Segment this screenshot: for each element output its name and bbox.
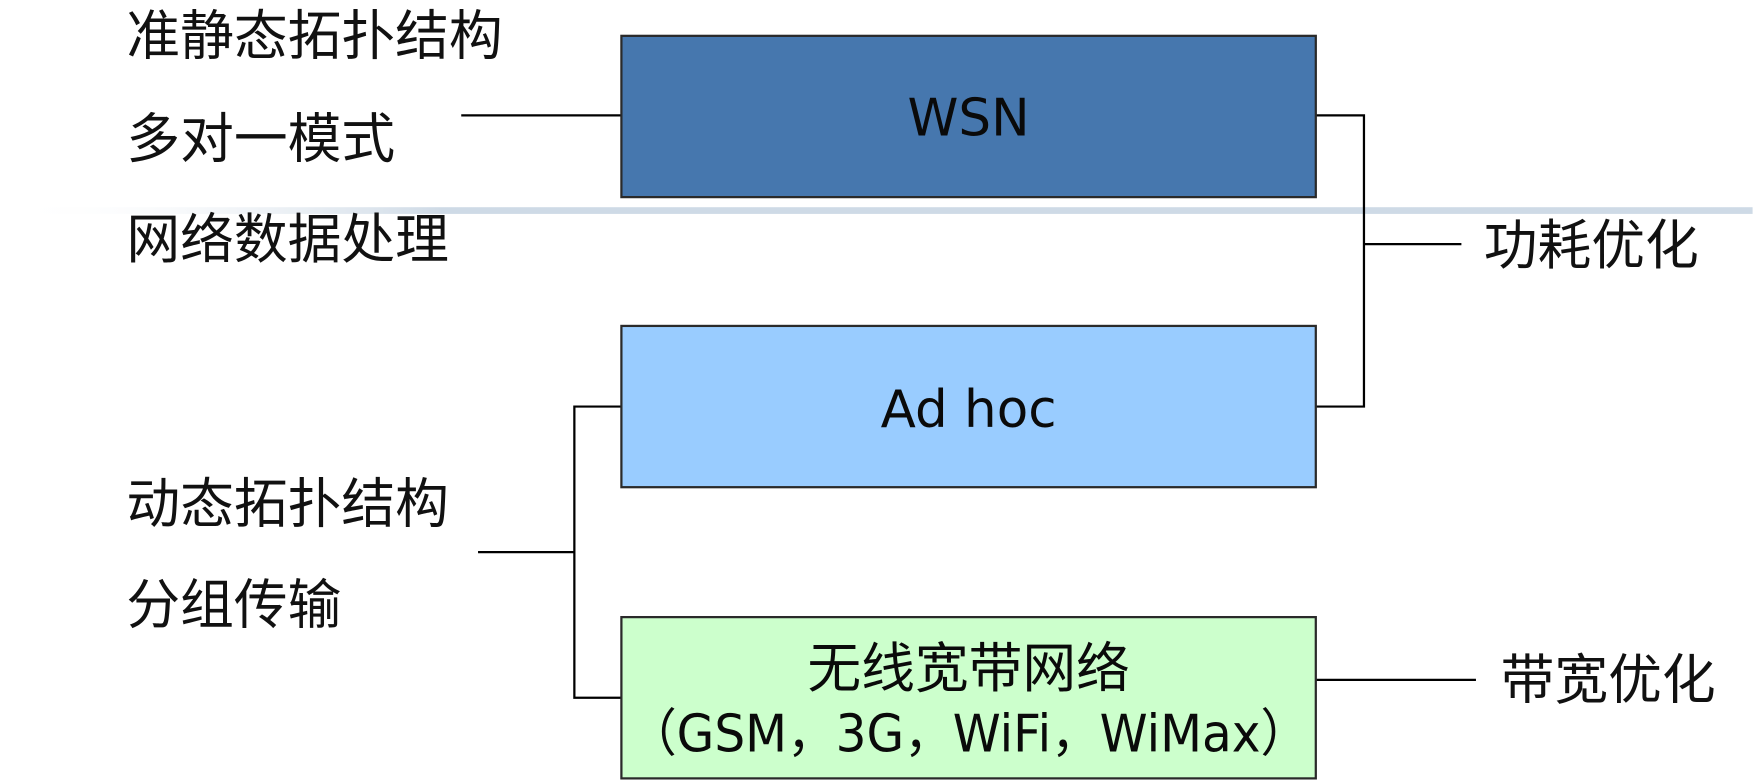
adhoc-box-rect <box>620 324 1317 489</box>
note-packet-transmission: 分组传输 <box>126 573 341 636</box>
note-data-processing: 网络数据处理 <box>126 208 449 271</box>
note-power-optimization: 功耗优化 <box>1484 214 1699 277</box>
broadband-box: 无线宽带网络 （GSM，3G，WiFi，WiMax） <box>620 616 1317 780</box>
adhoc-box-label: Ad hoc <box>881 380 1057 440</box>
wsn-box-label: WSN <box>908 89 1030 149</box>
note-many-to-one: 多对一模式 <box>126 107 395 170</box>
wsn-box: WSN <box>620 34 1317 199</box>
adhoc-box: Ad hoc <box>620 324 1317 489</box>
note-dynamic-topology: 动态拓扑结构 <box>126 473 449 536</box>
connector-wsn-adhoc-bracket <box>1315 114 1366 408</box>
broadband-box-label-line1: 无线宽带网络 <box>807 637 1130 700</box>
note-bandwidth-optimization: 带宽优化 <box>1501 648 1716 711</box>
slide-separator-line <box>5 207 1753 214</box>
note-static-topology: 准静态拓扑结构 <box>126 4 502 67</box>
broadband-box-rect <box>620 616 1317 780</box>
wsn-box-rect <box>620 34 1317 199</box>
connector-adhoc-broadband-bracket <box>573 405 622 699</box>
broadband-box-label-line2: （GSM，3G，WiFi，WiMax） <box>628 705 1309 765</box>
